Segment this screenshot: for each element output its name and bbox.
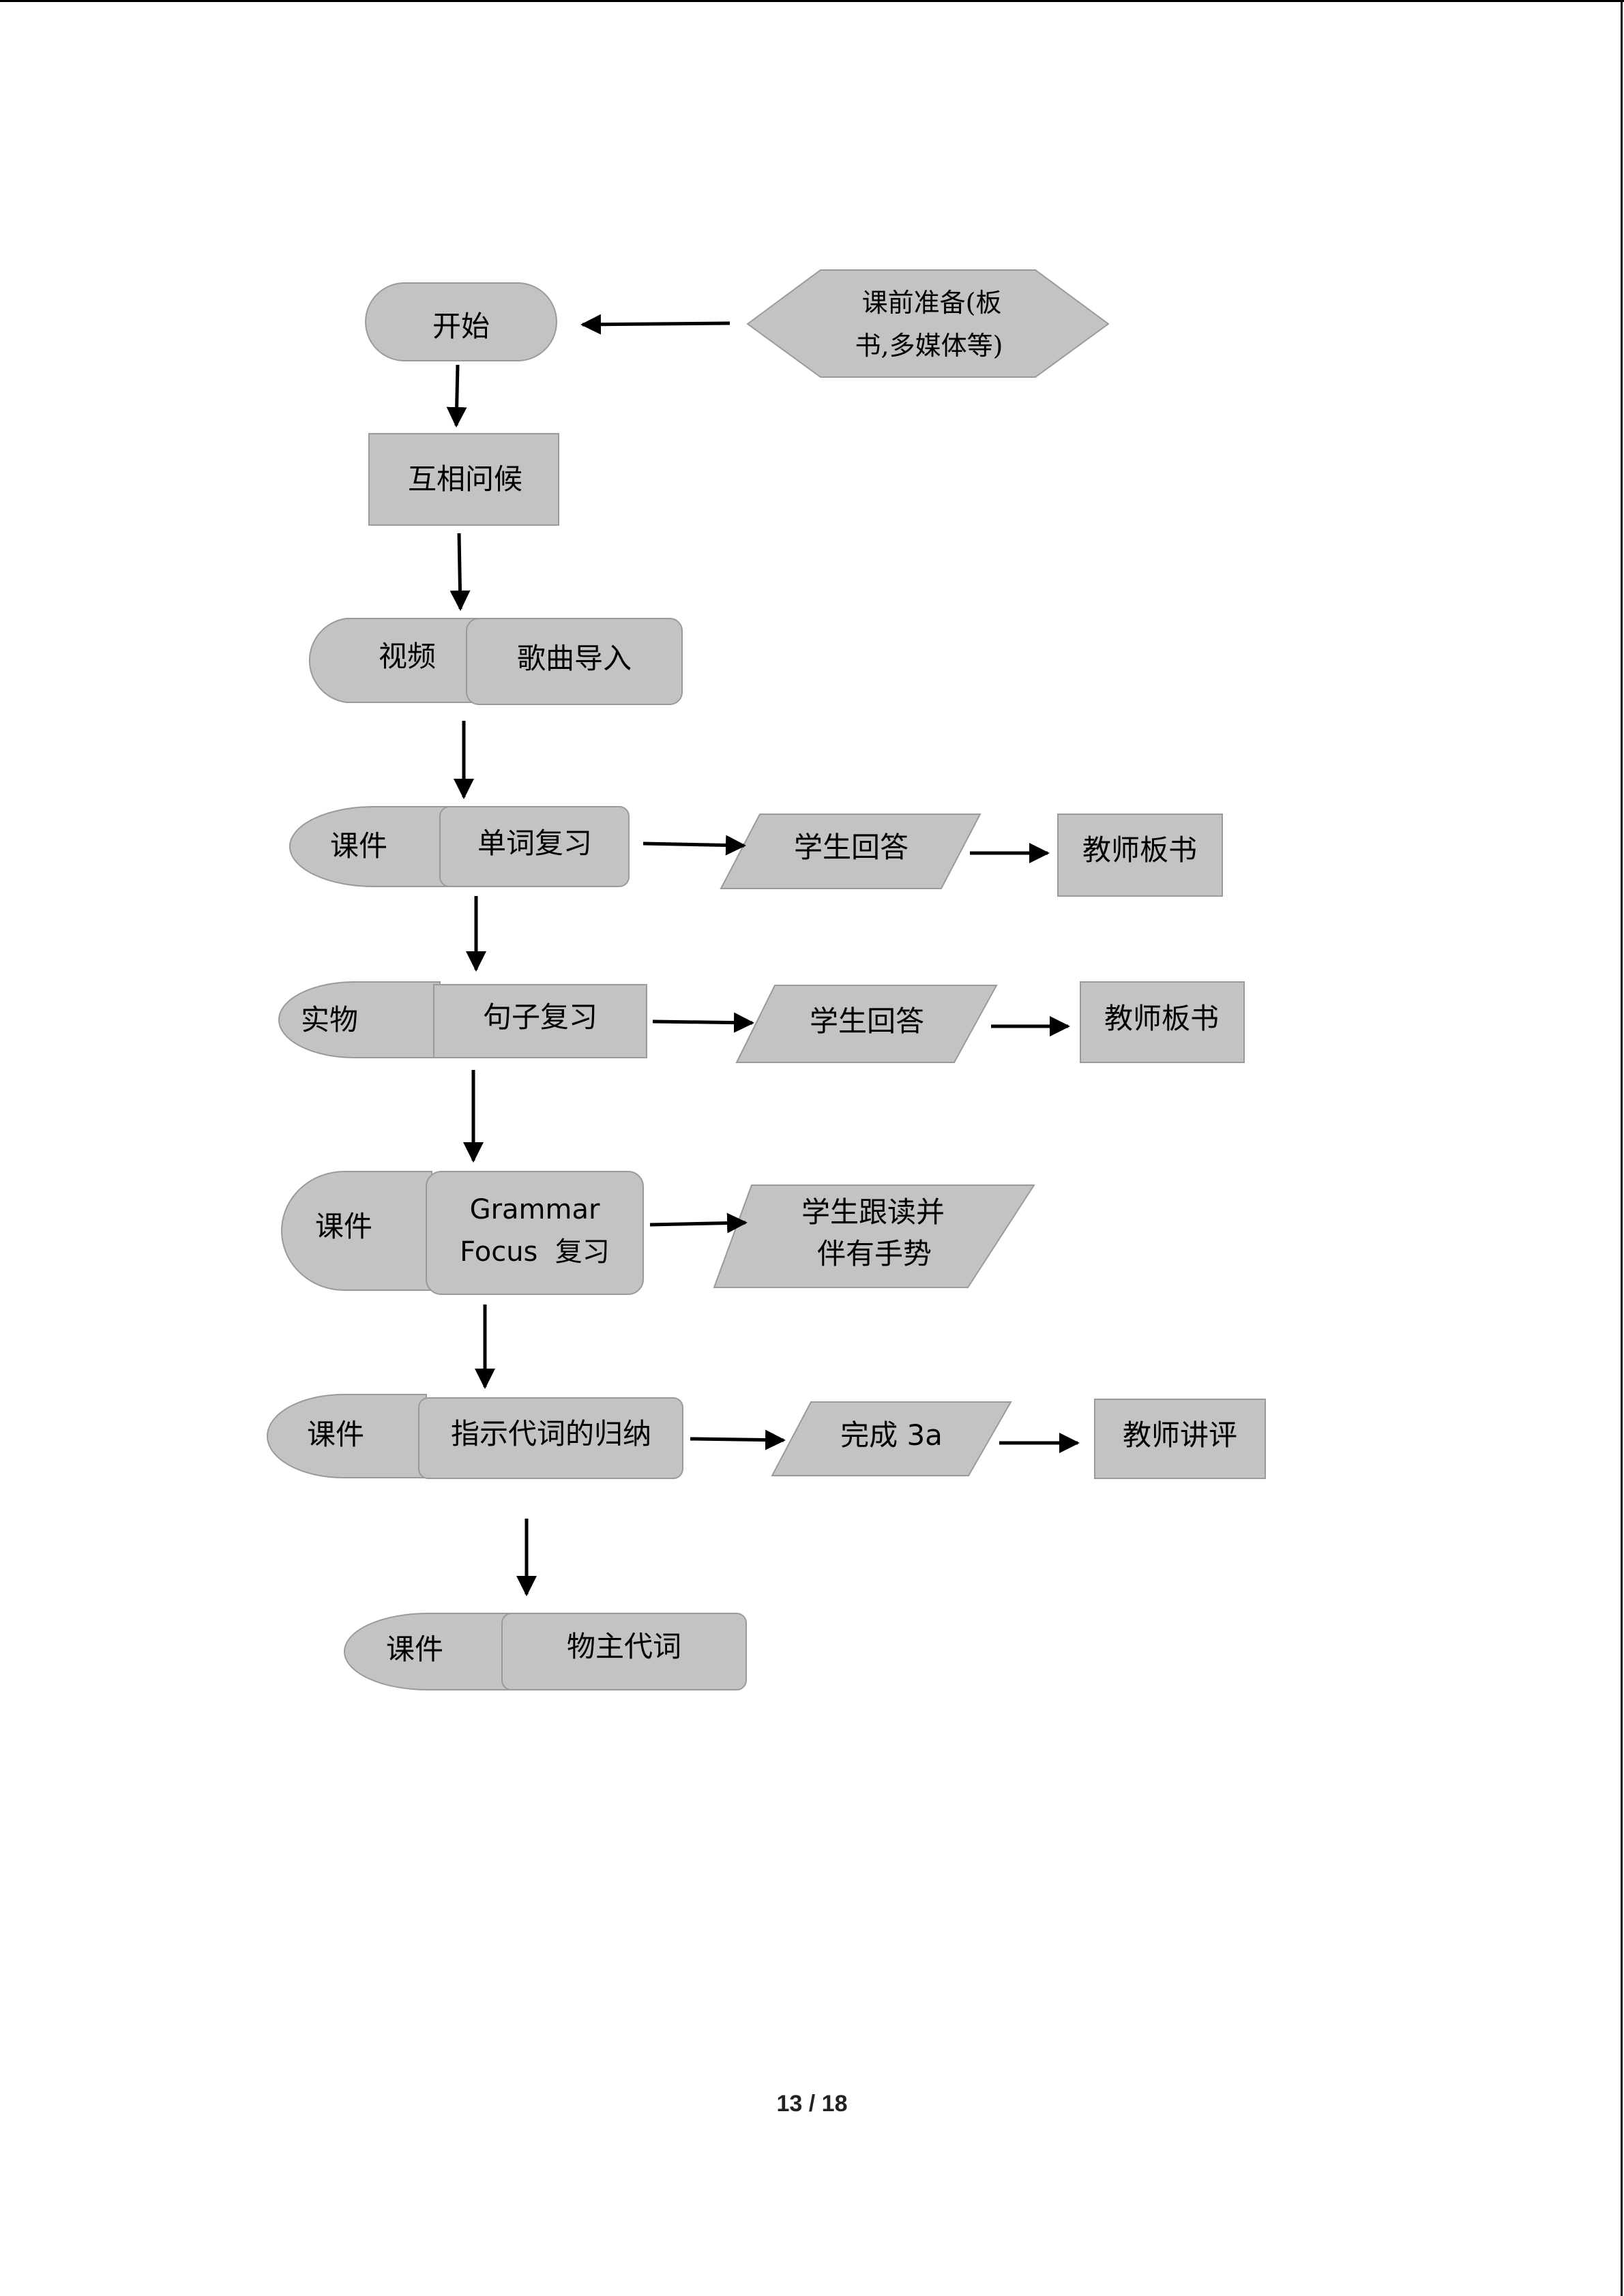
activity-label-song: 歌曲导入 bbox=[517, 642, 632, 675]
resource-label-courseware-4: 课件 bbox=[386, 1632, 443, 1666]
arrow-row4-to-response bbox=[649, 1212, 748, 1234]
response-parallelogram-3 bbox=[713, 1184, 1035, 1288]
response-parallelogram-1 bbox=[720, 814, 981, 889]
resource-label-video: 视频 bbox=[379, 640, 436, 673]
arrow-row2-to-response bbox=[643, 835, 746, 856]
resource-label-courseware-2: 课件 bbox=[315, 1210, 372, 1243]
resource-shape-courseware-1 bbox=[289, 806, 451, 887]
activity-label-possessives: 物主代词 bbox=[567, 1630, 681, 1663]
greeting-box bbox=[368, 433, 559, 526]
prep-label-line2: 书,多媒体等) bbox=[855, 331, 1003, 361]
followup-label-3: 教师讲评 bbox=[1123, 1418, 1237, 1452]
resource-shape-video bbox=[308, 618, 478, 703]
response-label-3-line1: 学生跟读并 bbox=[801, 1195, 945, 1229]
activity-label-grammar-line2: Focus 复习 bbox=[460, 1236, 610, 1268]
activity-box-vocab bbox=[439, 806, 630, 887]
arrow-start-to-greet bbox=[446, 364, 467, 428]
arrow-row3-to-response bbox=[652, 1012, 754, 1033]
activity-box-song bbox=[466, 618, 683, 705]
activity-label-vocab: 单词复习 bbox=[477, 826, 592, 860]
preparation-hexagon bbox=[746, 269, 1110, 378]
start-terminal bbox=[365, 282, 557, 361]
prep-label-line1: 课前准备(板 bbox=[862, 288, 1002, 318]
arrow-greet-to-row1 bbox=[449, 533, 471, 611]
start-label: 开始 bbox=[432, 310, 490, 343]
activity-label-sentence: 句子复习 bbox=[483, 1000, 597, 1034]
response-label-1: 学生回答 bbox=[794, 831, 909, 864]
activity-box-possessives bbox=[501, 1613, 747, 1690]
arrow-row5-to-response bbox=[690, 1429, 786, 1450]
resource-shape-courseware-3 bbox=[267, 1394, 427, 1478]
page-right-border bbox=[1621, 0, 1623, 2296]
resource-shape-realia bbox=[278, 981, 441, 1058]
followup-box-3 bbox=[1094, 1399, 1266, 1479]
response-parallelogram-4 bbox=[771, 1401, 1012, 1476]
activity-label-demonstratives: 指示代词的归纳 bbox=[451, 1417, 651, 1450]
activity-label-grammar-line1: Grammar bbox=[470, 1194, 600, 1225]
arrow-prep-to-start bbox=[580, 314, 730, 335]
resource-label-courseware-3: 课件 bbox=[307, 1418, 364, 1451]
page-top-border bbox=[0, 0, 1624, 2]
resource-shape-courseware-4 bbox=[344, 1613, 512, 1690]
response-parallelogram-2 bbox=[735, 985, 998, 1063]
response-label-3-line2: 伴有手势 bbox=[817, 1237, 932, 1270]
resource-shape-courseware-2 bbox=[281, 1171, 432, 1291]
activity-box-sentence bbox=[433, 984, 647, 1058]
followup-label-1: 教师板书 bbox=[1082, 833, 1197, 867]
followup-box-2 bbox=[1080, 981, 1245, 1063]
greet-label: 互相问候 bbox=[408, 462, 522, 496]
response-label-2: 学生回答 bbox=[810, 1004, 924, 1038]
activity-box-grammar bbox=[426, 1171, 644, 1295]
resource-label-realia: 实物 bbox=[301, 1003, 358, 1037]
followup-box-1 bbox=[1057, 814, 1223, 897]
followup-label-2: 教师板书 bbox=[1104, 1002, 1219, 1035]
activity-box-demonstratives bbox=[418, 1397, 683, 1479]
page-number: 13 / 18 bbox=[776, 2091, 848, 2117]
resource-label-courseware-1: 课件 bbox=[330, 829, 387, 863]
response-label-4: 完成 3a bbox=[840, 1418, 943, 1452]
